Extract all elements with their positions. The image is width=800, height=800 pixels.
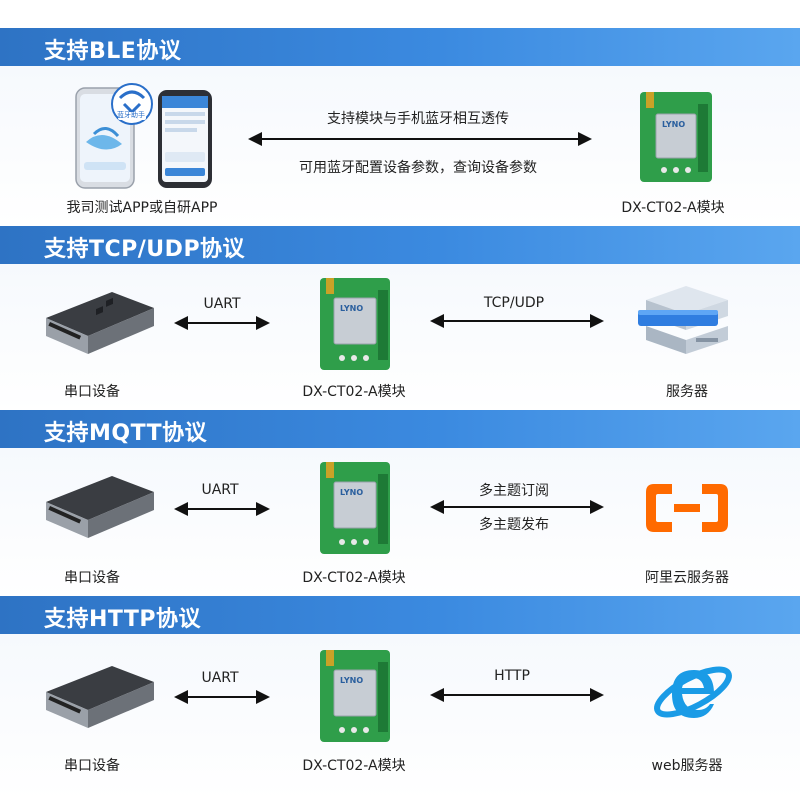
right-caption: 服务器 [666, 384, 708, 400]
section-header-band: 支持MQTT协议 [0, 410, 800, 448]
section-title: 支持HTTP协议 [44, 607, 202, 632]
module-chip-text: LYNO [340, 488, 364, 497]
left-bidirectional-arrow [174, 690, 270, 704]
section-header-band: 支持BLE协议 [0, 28, 800, 66]
section-title: 支持MQTT协议 [44, 421, 208, 446]
serial-device-icon [46, 292, 154, 354]
left-bidirectional-arrow [174, 502, 270, 516]
arrow-label-2: 可用蓝牙配置设备参数，查询设备参数 [299, 160, 537, 176]
left-arrow-label: UART [203, 296, 241, 312]
arrow-label-1: 支持模块与手机蓝牙相互透传 [327, 111, 509, 127]
serial-device-icon [46, 666, 154, 728]
module-board-icon: LYNO [638, 90, 714, 184]
ie-browser-icon [654, 666, 732, 718]
center-caption: DX-CT02-A模块 [302, 384, 406, 400]
left-caption: 串口设备 [64, 758, 120, 774]
right-arrow-label-1: 多主题订阅 [479, 483, 549, 499]
module-chip-text: LYNO [662, 120, 686, 129]
right-caption: DX-CT02-A模块 [621, 200, 725, 216]
module-board-icon: LYNO [318, 460, 392, 556]
server-icon [638, 286, 728, 354]
left-caption: 串口设备 [64, 570, 120, 586]
module-board-icon: LYNO [318, 276, 392, 372]
right-caption: web服务器 [651, 758, 723, 774]
right-bidirectional-arrow [430, 688, 604, 702]
left-bidirectional-arrow [174, 316, 270, 330]
left-caption: 串口设备 [64, 384, 120, 400]
right-arrow-label-1: TCP/UDP [483, 295, 545, 311]
left-caption: 我司测试APP或自研APP [66, 200, 218, 216]
bidirectional-arrow [248, 132, 592, 146]
right-bidirectional-arrow [430, 314, 604, 328]
section-header-band: 支持TCP/UDP协议 [0, 226, 800, 264]
section-title: 支持BLE协议 [44, 39, 182, 64]
aliyun-logo-icon [646, 484, 728, 532]
center-caption: DX-CT02-A模块 [302, 758, 406, 774]
section-title: 支持TCP/UDP协议 [44, 237, 246, 262]
module-chip-text: LYNO [340, 676, 364, 685]
left-arrow-label: UART [201, 482, 239, 498]
right-bidirectional-arrow [430, 500, 604, 514]
phones-app-icon [75, 83, 212, 189]
right-arrow-label-1: HTTP [494, 668, 530, 684]
right-caption: 阿里云服务器 [645, 570, 729, 586]
module-chip-text: LYNO [340, 304, 364, 313]
left-arrow-label: UART [201, 670, 239, 686]
section-header-band: 支持HTTP协议 [0, 596, 800, 634]
center-caption: DX-CT02-A模块 [302, 570, 406, 586]
module-board-icon: LYNO [318, 648, 392, 744]
app-badge-label: 蓝牙助手 [117, 111, 145, 119]
right-arrow-label-2: 多主题发布 [479, 517, 549, 533]
serial-device-icon [46, 476, 154, 538]
